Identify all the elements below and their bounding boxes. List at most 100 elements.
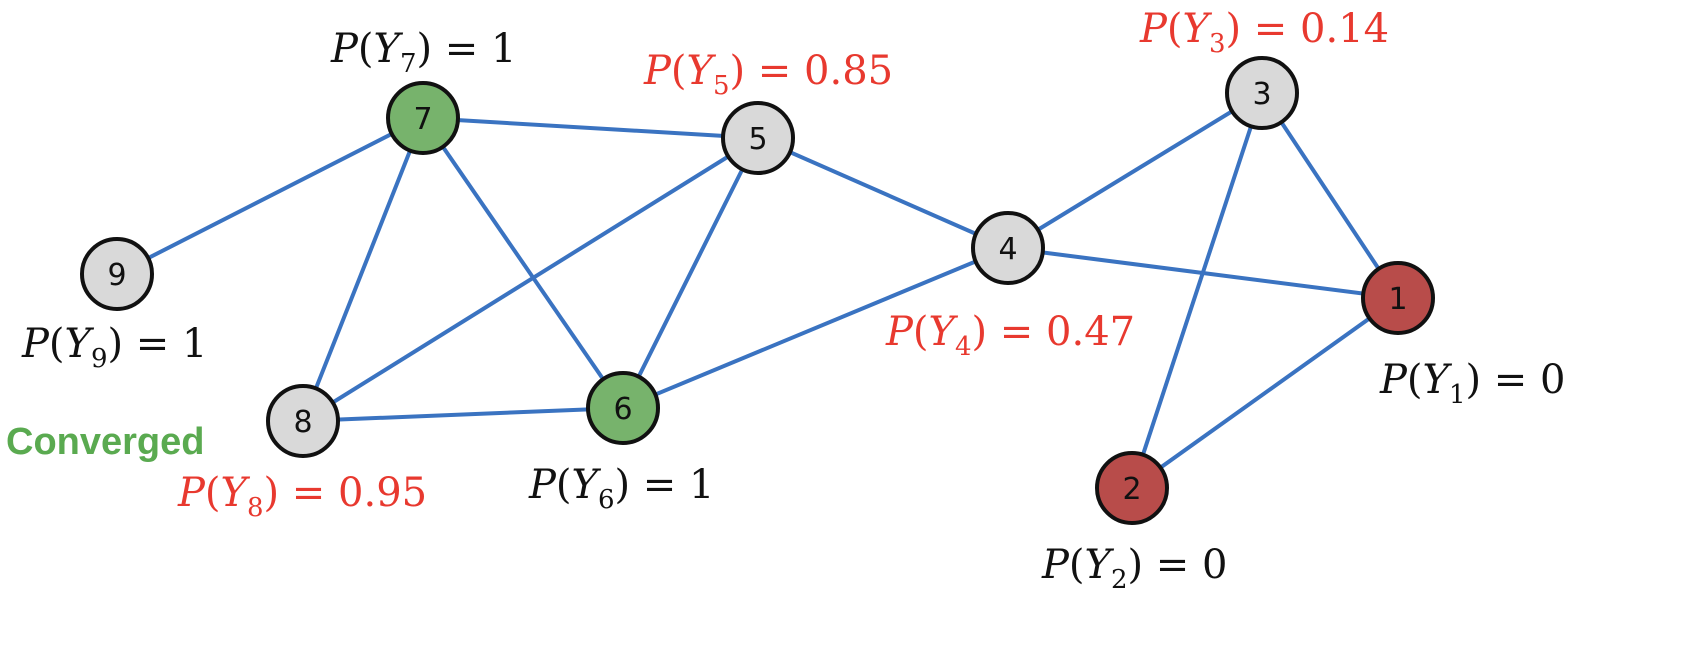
node-3: 3 — [1225, 56, 1299, 130]
node-4-id: 4 — [998, 232, 1017, 267]
node-8-id: 8 — [293, 405, 312, 440]
prob-function-symbol: P — [21, 321, 50, 367]
node-3-circle — [1225, 56, 1299, 130]
node-4-probability-label: P(Y4) = 0.47 — [885, 309, 1135, 362]
edge-1-2 — [1130, 296, 1400, 490]
prob-subscript: 3 — [1209, 29, 1226, 59]
node-2: 2 — [1095, 451, 1169, 525]
node-6-probability-label: P(Y6) = 1 — [528, 462, 715, 515]
node-4: 4 — [971, 211, 1045, 285]
edge-7-9 — [116, 116, 424, 276]
prob-equals: = — [279, 470, 338, 516]
prob-function-symbol: P — [1041, 542, 1070, 588]
node-3-id: 3 — [1252, 77, 1271, 112]
node-2-id: 2 — [1122, 472, 1141, 507]
prob-subscript: 9 — [91, 344, 108, 374]
prob-function-symbol: P — [885, 309, 914, 355]
node-9-circle — [80, 237, 154, 311]
prob-function-symbol: P — [177, 470, 206, 516]
prob-subscript: 2 — [1111, 565, 1128, 595]
prob-variable: Y — [687, 48, 717, 94]
node-8: 8 — [266, 384, 340, 458]
prob-open-paren: ( — [49, 321, 65, 367]
edge-8-6 — [302, 406, 624, 423]
prob-variable: Y — [572, 462, 602, 508]
node-7: 7 — [386, 81, 460, 155]
prob-variable: Y — [221, 470, 251, 516]
converged-label: Converged — [6, 421, 204, 463]
edge-7-8 — [301, 117, 425, 422]
node-1-probability-label: P(Y1) = 0 — [1379, 357, 1566, 410]
prob-function-symbol: P — [643, 48, 672, 94]
prob-subscript: 5 — [713, 71, 730, 101]
prob-open-paren: ( — [205, 470, 221, 516]
node-8-probability-label: P(Y8) = 0.95 — [177, 470, 427, 523]
prob-value: 1 — [182, 321, 207, 367]
prob-close-paren: ) — [1225, 6, 1241, 52]
prob-open-paren: ( — [1069, 542, 1085, 588]
prob-equals: = — [630, 462, 689, 508]
prob-value: 0.14 — [1300, 6, 1389, 52]
prob-equals: = — [432, 26, 491, 72]
probability-labels-layer: P(Y1) = 0P(Y2) = 0P(Y3) = 0.14P(Y4) = 0.… — [21, 6, 1566, 595]
prob-function-symbol: P — [1139, 6, 1168, 52]
edge-5-8 — [301, 136, 760, 423]
node-9-id: 9 — [107, 258, 126, 293]
prob-open-paren: ( — [358, 26, 374, 72]
edge-4-3 — [1006, 91, 1264, 250]
prob-subscript: 8 — [247, 493, 264, 523]
prob-function-symbol: P — [330, 26, 359, 72]
prob-open-paren: ( — [1167, 6, 1183, 52]
node-5: 5 — [721, 101, 795, 175]
nodes-layer: 1 2 3 4 5 6 7 8 9 — [80, 56, 1435, 525]
edge-7-6 — [421, 116, 625, 410]
prob-open-paren: ( — [1407, 357, 1423, 403]
prob-close-paren: ) — [416, 26, 432, 72]
prob-equals: = — [1143, 542, 1202, 588]
prob-value: 0 — [1540, 357, 1565, 403]
prob-close-paren: ) — [1127, 542, 1143, 588]
edge-5-6 — [621, 137, 760, 409]
prob-close-paren: ) — [107, 321, 123, 367]
prob-value: 0 — [1202, 542, 1227, 588]
prob-close-paren: ) — [971, 309, 987, 355]
prob-value: 0.95 — [338, 470, 427, 516]
prob-equals: = — [123, 321, 182, 367]
edge-6-4 — [622, 246, 1009, 410]
prob-equals: = — [1481, 357, 1540, 403]
edge-7-5 — [422, 116, 759, 140]
node-6-circle — [586, 371, 660, 445]
node-7-probability-label: P(Y7) = 1 — [330, 26, 517, 79]
prob-variable: Y — [1085, 542, 1115, 588]
node-3-probability-label: P(Y3) = 0.14 — [1139, 6, 1389, 59]
node-6-id: 6 — [613, 392, 632, 427]
prob-equals: = — [987, 309, 1046, 355]
prob-value: 1 — [491, 26, 516, 72]
node-5-circle — [721, 101, 795, 175]
prob-open-paren: ( — [671, 48, 687, 94]
node-9-probability-label: P(Y9) = 1 — [21, 321, 208, 374]
prob-variable: Y — [1423, 357, 1453, 403]
prob-close-paren: ) — [263, 470, 279, 516]
prob-equals: = — [1241, 6, 1300, 52]
node-5-id: 5 — [748, 122, 767, 157]
prob-value: 0.85 — [804, 48, 893, 94]
edge-5-4 — [757, 136, 1009, 250]
prob-function-symbol: P — [528, 462, 557, 508]
node-5-probability-label: P(Y5) = 0.85 — [643, 48, 893, 101]
prob-subscript: 1 — [1449, 380, 1466, 410]
prob-close-paren: ) — [729, 48, 745, 94]
prob-close-paren: ) — [614, 462, 630, 508]
node-9: 9 — [80, 237, 154, 311]
node-1-circle — [1361, 261, 1435, 335]
prob-variable: Y — [929, 309, 959, 355]
node-7-id: 7 — [413, 102, 432, 137]
edges-layer — [116, 91, 1400, 490]
node-1-id: 1 — [1388, 282, 1407, 317]
prob-open-paren: ( — [556, 462, 572, 508]
node-6: 6 — [586, 371, 660, 445]
prob-subscript: 4 — [955, 332, 972, 362]
prob-open-paren: ( — [913, 309, 929, 355]
prob-value: 0.47 — [1046, 309, 1135, 355]
